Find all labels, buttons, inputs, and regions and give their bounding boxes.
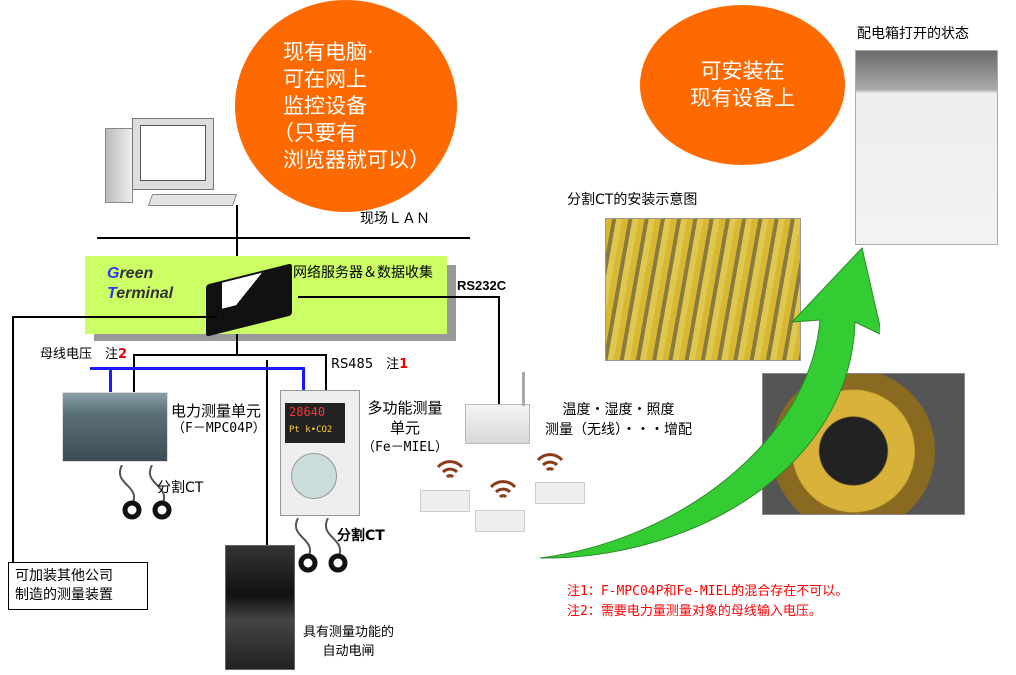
rs232c-line xyxy=(298,296,499,298)
wireless-line2: 测量（无线）・・・增配 xyxy=(545,422,692,438)
multi-unit-name: 多功能测量 单元 （Fe－MIEL） xyxy=(362,398,448,458)
bus-voltage-line xyxy=(109,367,112,393)
lan-line xyxy=(97,237,470,239)
terminal-device-icon xyxy=(206,262,296,337)
other-devices-box: 可加装其他公司 制造的测量装置 xyxy=(8,562,148,610)
breaker-image xyxy=(225,545,295,670)
power-unit-model: （F－MPC04P） xyxy=(172,421,266,436)
server-role-label: 网络服务器＆数据收集 xyxy=(293,265,433,281)
note-ref-1: 1 xyxy=(399,357,409,372)
wifi-icon xyxy=(436,460,464,479)
bubble-line: 可在网上 xyxy=(283,66,367,91)
wifi-icon xyxy=(489,480,517,499)
breaker-label: 具有测量功能的 自动电闸 xyxy=(303,623,394,661)
breaker-line2: 自动电闸 xyxy=(322,644,375,659)
bus-voltage-line xyxy=(302,367,305,393)
rs485-line xyxy=(236,334,238,356)
install-bubble: 可安装在 现有设备上 xyxy=(640,5,845,165)
bus-voltage-line xyxy=(90,367,305,370)
breaker-line xyxy=(266,360,268,548)
bubble-line: 现有电脑· xyxy=(283,39,374,64)
other-devices-line1: 可加装其他公司 xyxy=(15,568,113,584)
bubble-line: 现有设备上 xyxy=(690,86,795,110)
rs485-label: RS485 注1 xyxy=(331,356,408,374)
ct-install-caption: 分割CT的安装示意图 xyxy=(567,192,698,208)
other-device-line xyxy=(12,316,217,318)
rs485-line xyxy=(325,354,327,392)
meter-display-top: 28640 xyxy=(289,405,326,419)
bubble-line: 可安装在 xyxy=(700,59,785,83)
power-measurement-unit-image xyxy=(62,392,168,462)
wireless-line1: 温度・湿度・照度 xyxy=(562,402,675,418)
bubble-line: （只要有 xyxy=(273,120,357,145)
power-unit-name: 电力测量单元 xyxy=(171,402,262,420)
logo-g: G xyxy=(107,265,120,282)
split-ct-icon xyxy=(295,518,348,573)
logo-t: T xyxy=(107,285,117,302)
rs485-line xyxy=(133,354,327,356)
split-ct-icon xyxy=(119,465,172,520)
wireless-sensor xyxy=(535,482,585,504)
rs485-text: RS485 注 xyxy=(331,357,400,372)
note-2: 注2：需要电力量测量对象的母线输入电压。 xyxy=(567,604,822,619)
note-1: 注1：F-MPC04P和Fe-MIEL的混合存在不可以。 xyxy=(567,584,849,599)
ct-install-photo xyxy=(605,218,801,361)
rs232c-line xyxy=(498,296,500,404)
green-terminal-logo: Green Terminal xyxy=(107,264,173,304)
antenna xyxy=(522,372,525,406)
wireless-sensor xyxy=(475,510,525,532)
browser-monitoring-bubble: 现有电脑· 可在网上 监控设备 （只要有 浏览器就可以） xyxy=(235,0,457,212)
note-ref-2: 2 xyxy=(118,347,128,362)
breaker-line1: 具有测量功能的 xyxy=(303,625,395,640)
logo-erminal: erminal xyxy=(116,285,174,302)
wifi-icon xyxy=(536,453,564,472)
connector-line xyxy=(236,205,238,263)
notes: 注1：F-MPC04P和Fe-MIEL的混合存在不可以。 注2：需要电力量测量对… xyxy=(567,582,848,622)
multi-unit-name1: 多功能测量 xyxy=(367,399,443,417)
other-devices-line2: 制造的测量装置 xyxy=(15,587,113,603)
bus-voltage-text: 母线电压 注 xyxy=(40,347,119,362)
bubble-line: 监控设备 xyxy=(283,93,367,118)
rs485-line xyxy=(133,354,135,392)
cabinet-photo xyxy=(855,50,998,245)
wireless-sensor xyxy=(420,490,470,512)
rs232c-label: RS232C xyxy=(457,278,507,293)
logo-reen: reen xyxy=(119,265,154,282)
meter-display-bottom: Pt k•CO2 xyxy=(289,425,333,435)
multi-unit-model: （Fe－MIEL） xyxy=(362,440,448,455)
bus-voltage-label: 母线电压 注2 xyxy=(40,346,127,364)
install-arrow xyxy=(539,246,880,559)
multi-unit-name2: 单元 xyxy=(389,419,420,437)
split-ct-label-2: 分割CT xyxy=(337,528,385,544)
bubble-line: 浏览器就可以） xyxy=(283,147,430,172)
multifunction-unit-image: 28640 Pt k•CO2 xyxy=(280,390,360,516)
cabinet-caption: 配电箱打开的状态 xyxy=(857,26,969,42)
wireless-gateway-image xyxy=(465,404,530,444)
split-ct-label-1: 分割CT xyxy=(157,480,204,496)
computer-icon xyxy=(100,118,245,210)
other-device-line xyxy=(12,316,14,562)
lan-label: 现场ＬＡＮ xyxy=(360,211,430,227)
wireless-label: 温度・湿度・照度 测量（无线）・・・增配 xyxy=(545,400,692,440)
